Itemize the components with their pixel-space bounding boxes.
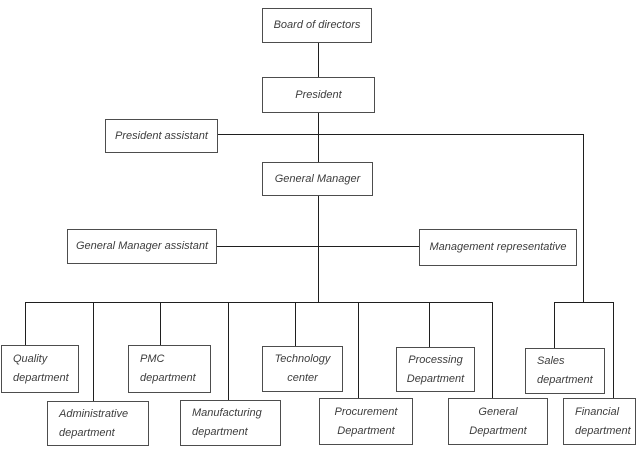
node-label: President [295,88,342,101]
connector-right-branch-drop [583,134,584,303]
node-technology-center: Technology center [262,346,343,392]
node-procurement-department: Procurement Department [319,398,413,445]
node-management-representative: Management representative [419,229,577,266]
connector-right-branch-bus [554,302,614,303]
node-label: General Manager assistant [75,240,209,252]
connector-drop-procurement [358,302,359,398]
connector-drop-administrative [93,302,94,401]
connector-drop-processing [429,302,430,347]
connector-drop-pmc [160,302,161,345]
node-label: Financial department [575,405,631,437]
node-administrative-department: Administrative department [47,401,149,446]
connector-gm-assistant-to-representative [217,246,419,247]
node-quality-department: Quality department [1,345,79,393]
node-label: Processing Department [406,353,465,385]
node-label: Quality department [13,353,69,384]
connector-drop-manufacturing [228,302,229,400]
connector-drop-financial [613,302,614,398]
connector-board-to-president [318,43,319,77]
connector-drop-technology [295,302,296,346]
node-label: Board of directors [273,19,361,31]
node-manufacturing-department: Manufacturing department [180,400,281,446]
node-label: Procurement Department [334,405,398,437]
node-label: General Manager [274,172,361,185]
node-sales-department: Sales department [525,348,605,394]
connector-department-bus [25,302,492,303]
node-pmc-department: PMC department [128,345,211,393]
node-processing-department: Processing Department [396,347,475,392]
node-label: Manufacturing department [192,407,262,438]
node-general-department: General Department [448,398,548,445]
connector-drop-sales [554,302,555,348]
connector-general-manager-trunk [318,196,319,303]
node-label: Technology center [274,353,331,384]
node-label: General Department [469,405,527,437]
node-label: President assistant [115,129,208,142]
node-president: President [262,77,375,113]
node-president-assistant: President assistant [105,119,218,153]
connector-drop-general-department [492,302,493,398]
connector-president-to-general-manager [318,113,319,162]
node-financial-department: Financial department [563,398,636,445]
node-general-manager-assistant: General Manager assistant [67,229,217,264]
connector-president-assistant-line [218,134,583,135]
node-board-of-directors: Board of directors [262,8,372,43]
node-label: Administrative department [59,407,129,439]
node-general-manager: General Manager [262,162,373,196]
connector-drop-quality [25,302,26,345]
node-label: Sales department [537,355,593,386]
node-label: Management representative [429,241,567,253]
node-label: PMC department [140,353,196,384]
